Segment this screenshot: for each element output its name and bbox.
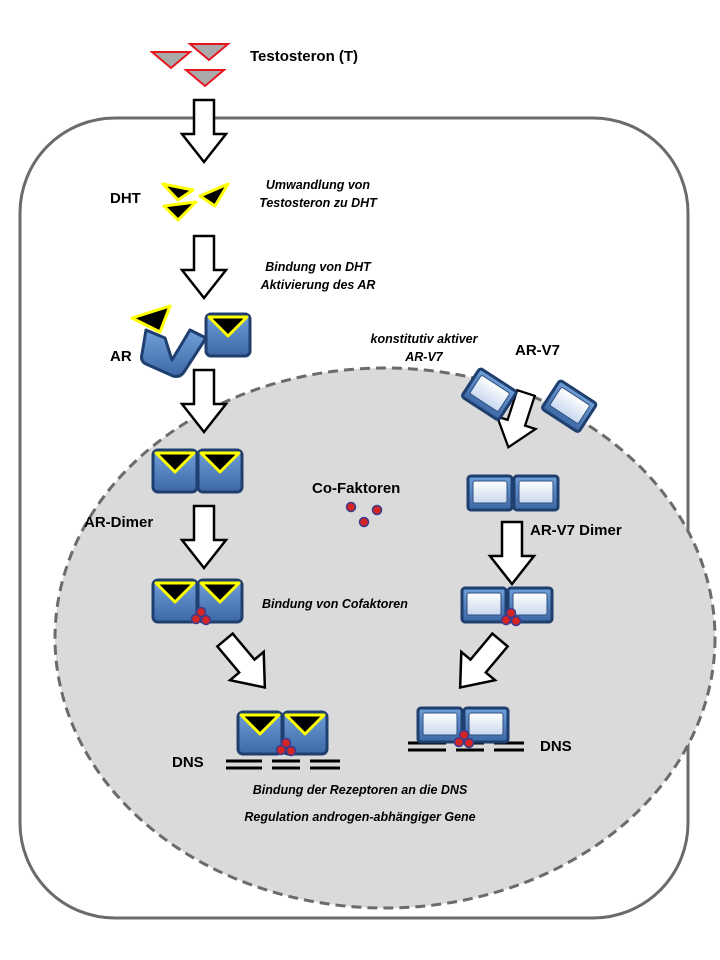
ar-dimer-cofactor: [151, 578, 244, 626]
ar-dimer-label: AR-Dimer: [84, 514, 154, 531]
ar-dimer-on-dna: [236, 710, 329, 757]
dna-strand-left: [226, 759, 340, 770]
conversion-label: Umwandlung von Testosteron zu DHT: [238, 176, 398, 212]
co-factors-label: Co-Faktoren: [312, 480, 401, 497]
binding-label-line1: Bindung von DHT: [265, 260, 371, 274]
dht-molecules: [161, 182, 230, 222]
dns-left-label: DNS: [172, 754, 204, 771]
arv7-dimer-cofactor: [460, 586, 554, 627]
arv7-dimer-label: AR-V7 Dimer: [530, 522, 622, 539]
testosterone-molecules: [149, 43, 231, 88]
binding-label: Bindung von DHT Aktivierung des AR: [238, 258, 398, 294]
gene-regulation-label: Regulation androgen-abhängiger Gene: [244, 810, 476, 824]
conversion-label-line2: Testosteron zu DHT: [259, 196, 377, 210]
arv7-note-label: konstitutiv aktiver AR-V7: [354, 330, 494, 366]
cofactor-binding-label: Bindung von Cofaktoren: [262, 597, 408, 611]
ar-dimer: [151, 448, 244, 494]
arv7-label: AR-V7: [515, 342, 561, 359]
receptor-dna-binding-label: Bindung der Rezeptoren an die DNS: [252, 783, 468, 797]
arv7-dimer: [466, 474, 560, 512]
free-cofactors: [345, 501, 383, 528]
testosteron-label: Testosteron (T): [250, 48, 359, 65]
ar-receptor-open: [130, 304, 208, 378]
binding-label-line2: Aktivierung des AR: [260, 278, 376, 292]
arv7-note-line2: AR-V7: [405, 350, 443, 364]
ar-receptor-bound: [204, 312, 252, 358]
conversion-label-line1: Umwandlung von: [265, 178, 371, 192]
arv7-dimer-on-dna: [416, 706, 510, 749]
ar-label: AR: [110, 348, 132, 365]
nucleus: [53, 366, 717, 910]
dns-right-label: DNS: [540, 738, 572, 755]
dht-label: DHT: [110, 190, 141, 207]
arv7-note-line1: konstitutiv aktiver: [370, 332, 478, 346]
